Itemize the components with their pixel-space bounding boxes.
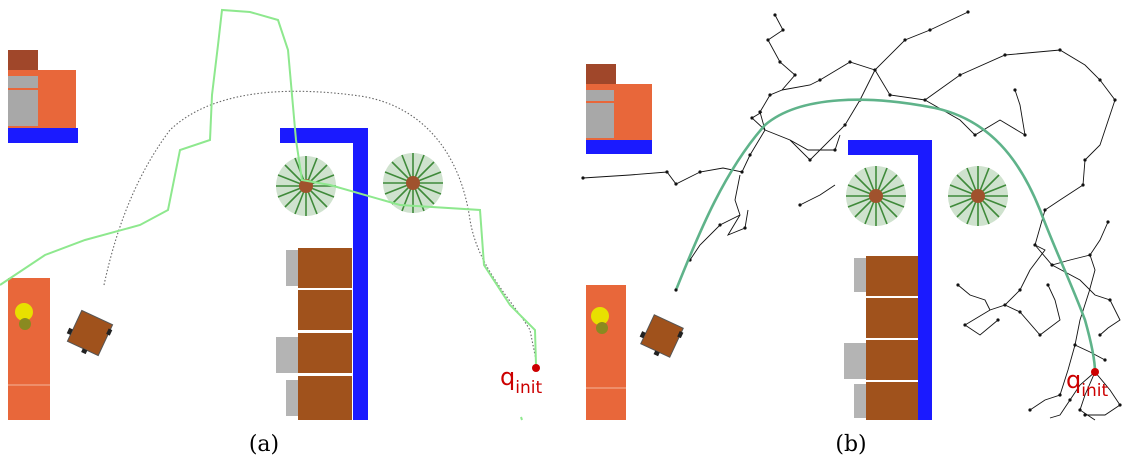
plant-icon [846, 166, 906, 226]
chair-icon [854, 384, 868, 418]
l-wall [848, 140, 932, 420]
solution-path [674, 98, 1097, 373]
start-label: qinit [1066, 366, 1108, 401]
tree-nodes [581, 10, 1122, 417]
panel-caption-b: (b) [835, 432, 866, 457]
green-path [0, 8, 537, 366]
plant-icon [276, 156, 336, 216]
start-label: qinit [500, 363, 542, 398]
panel-caption-a: (a) [249, 432, 279, 457]
start-marker [1091, 368, 1099, 376]
dotted-path [103, 90, 537, 361]
chair-icon [854, 258, 868, 292]
lamp-icon [15, 303, 33, 330]
plant-icon [383, 153, 443, 213]
chair-icon [286, 250, 300, 286]
panel-a: qinit (a) [0, 8, 542, 457]
left-cabinet [8, 278, 50, 420]
start-marker [532, 364, 540, 372]
chair-icon [844, 343, 866, 379]
plant-icon [948, 166, 1008, 226]
top-left-furniture [586, 64, 652, 154]
desk-column [276, 248, 352, 420]
chair-icon [276, 337, 298, 373]
l-wall [280, 128, 368, 420]
chair-icon [286, 380, 300, 416]
table-icon [639, 314, 684, 358]
left-cabinet [586, 285, 626, 420]
wall [586, 140, 652, 154]
top-left-furniture [8, 50, 78, 143]
desk-column [844, 256, 918, 420]
panel-b: qinit (b) [581, 10, 1122, 457]
table-icon [66, 309, 114, 357]
lamp-icon [591, 307, 609, 334]
wall [8, 128, 78, 143]
